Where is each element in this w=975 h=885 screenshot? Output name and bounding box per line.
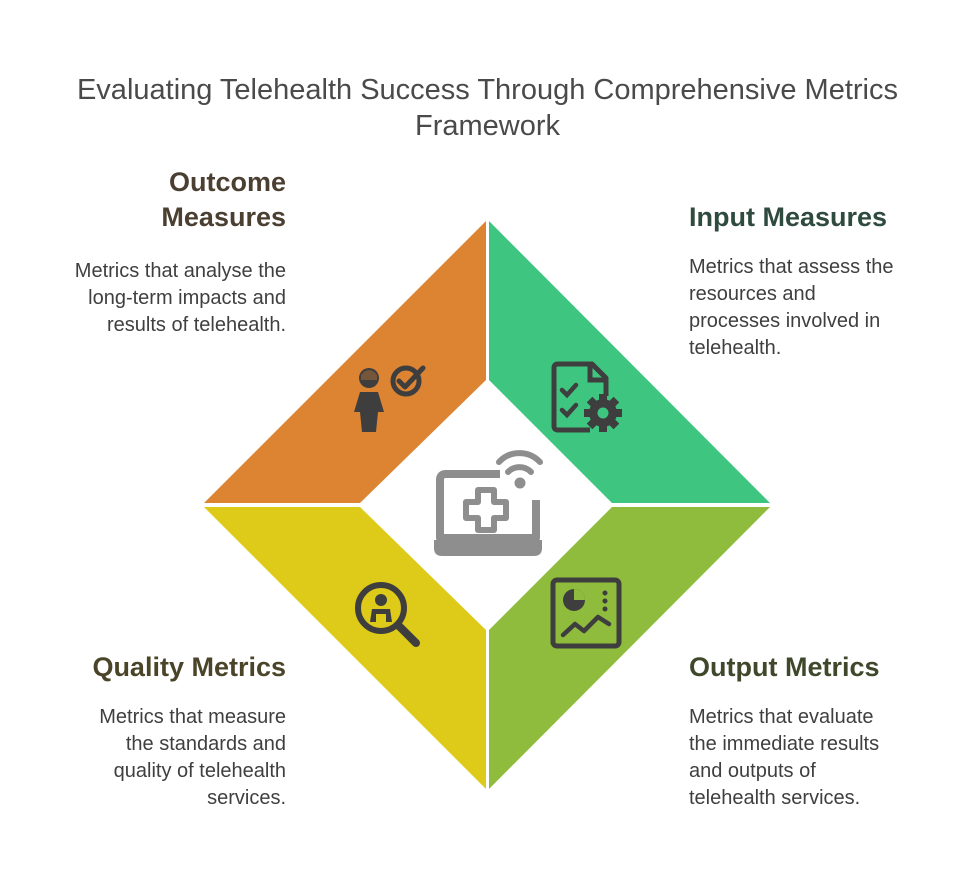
description-line: long-term impacts and [88, 287, 286, 309]
outcome-measures-segment[interactable] [204, 221, 486, 503]
heading-line: Quality Metrics [92, 652, 286, 682]
description-line: resources and [689, 283, 816, 305]
page-title: Evaluating Telehealth Success Through Co… [0, 72, 975, 144]
heading-line: Measures [161, 202, 286, 232]
person-check-icon [354, 365, 426, 432]
heading-line: Output Metrics [689, 652, 880, 682]
input-measures-description: Metrics that assess the resources and pr… [689, 254, 894, 362]
description-line: telehealth services. [689, 787, 861, 809]
telehealth-laptop-icon [434, 450, 543, 556]
description-line: Metrics that assess the [689, 256, 894, 278]
description-line: and outputs of [689, 760, 816, 782]
title-line-1: Evaluating Telehealth Success Through Co… [76, 74, 899, 106]
heading-line: Input Measures [689, 202, 888, 232]
outcome-measures-description: Metrics that analyse the long-term impac… [75, 258, 286, 339]
description-line: quality of telehealth [113, 760, 286, 782]
description-line: services. [207, 787, 286, 809]
title-line-2: Framework [414, 110, 560, 142]
heading-line: Outcome [168, 167, 286, 197]
description-line: Metrics that measure [99, 706, 286, 728]
description-line: results of telehealth. [107, 314, 286, 336]
output-metrics-heading: Output Metrics [689, 650, 880, 685]
description-line: Metrics that evaluate [689, 706, 874, 728]
input-measures-heading: Input Measures [689, 200, 887, 235]
description-line: the standards and [125, 733, 286, 755]
description-line: Metrics that analyse the [74, 260, 286, 282]
quality-metrics-segment[interactable] [204, 507, 486, 789]
quality-metrics-heading: Quality Metrics [92, 650, 286, 685]
description-line: the immediate results [689, 733, 880, 755]
outcome-measures-heading: Outcome Measures [161, 165, 286, 235]
quality-metrics-description: Metrics that measure the standards and q… [99, 704, 286, 812]
description-line: telehealth. [689, 337, 782, 359]
output-metrics-description: Metrics that evaluate the immediate resu… [689, 704, 879, 812]
dashboard-chart-icon [550, 577, 622, 649]
magnifier-inspect-icon [355, 582, 420, 647]
description-line: processes involved in [689, 310, 881, 332]
